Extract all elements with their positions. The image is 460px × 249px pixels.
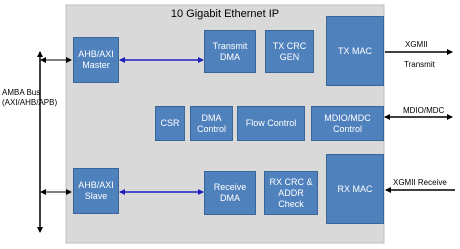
ip-title: 10 Gigabit Ethernet IP [170,8,280,20]
mdio-mdc-control-label: MDIO/MDC Control [324,112,371,134]
transmit-dma-label: Transmit DMA [212,40,248,62]
csr-block: CSR [155,106,185,141]
rx-crc-addr-check-block: RX CRC & ADDR Check [264,171,318,215]
flow-control-block: Flow Control [237,106,305,141]
rx-crc-addr-check-label: RX CRC & ADDR Check [269,176,313,209]
ahb-axi-slave-block: AHB/AXI Slave [73,168,119,214]
rx-mac-block: RX MAC [326,154,384,224]
transmit-dma-block: Transmit DMA [204,30,256,73]
receive-dma-block: Receive DMA [204,171,256,215]
dma-control-label: DMA Control [196,112,226,134]
tx-crc-gen-label: TX CRC GEN [272,40,307,62]
xgmii-receive-label: XGMII Receive [393,178,447,187]
receive-dma-label: Receive DMA [213,182,247,203]
ahb-axi-master-block: AHB/AXI Master [73,37,119,83]
dma-control-block: DMA Control [190,106,233,141]
ahb-axi-master-label: AHB/AXI Master [78,49,114,70]
mdio-mdc-control-block: MDIO/MDC Control [311,106,384,141]
flow-control-label: Flow Control [245,118,297,128]
rx-mac-label: RX MAC [337,183,373,194]
tx-mac-block: TX MAC [326,16,384,86]
tx-crc-gen-block: TX CRC GEN [265,30,314,73]
csr-label: CSR [160,118,180,128]
xgmii-label: XGMII [405,40,428,49]
ahb-axi-slave-label: AHB/AXI Slave [78,180,114,201]
mdio-mdc-label: MDIO/MDC [403,106,445,115]
amba-bus-label: AMBA Bus (AXI/AHB/APB) [2,88,58,107]
tx-mac-label: TX MAC [337,45,372,56]
transmit-label: Transmit [404,60,435,69]
